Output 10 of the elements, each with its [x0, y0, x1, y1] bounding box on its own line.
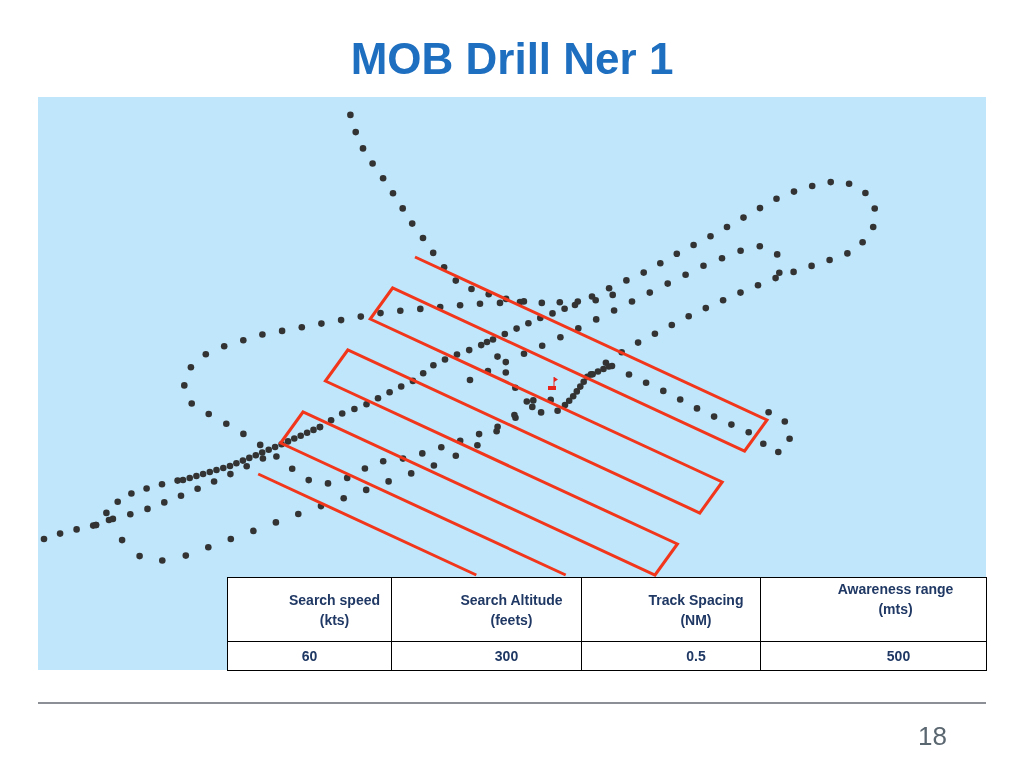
data-value: 0.5	[581, 641, 761, 671]
column-header: Track Spacing (NM)	[581, 577, 761, 642]
slide-title: MOB Drill Ner 1	[350, 35, 674, 83]
column-header: Search speed (kts)	[227, 577, 392, 642]
column-header: Awareness range (mts)	[760, 577, 987, 642]
data-value: 500	[760, 641, 987, 671]
page-number: 18	[918, 721, 947, 751]
data-value: 60	[227, 641, 392, 671]
data-value: 300	[391, 641, 582, 671]
column-header: Search Altitude (feets)	[391, 577, 582, 642]
